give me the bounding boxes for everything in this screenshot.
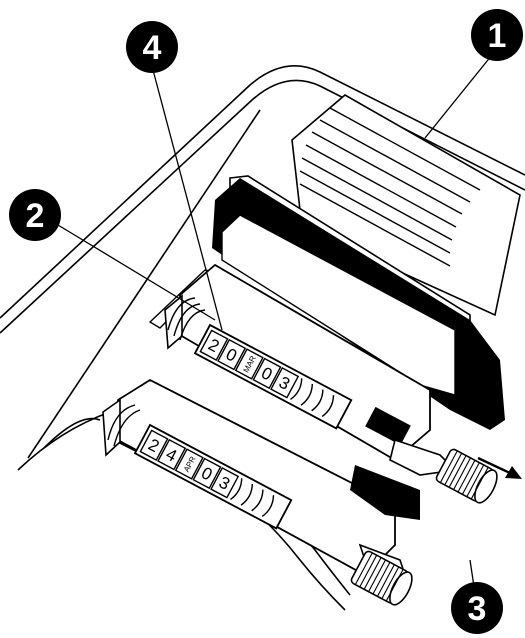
lower-wheel-digit: 4 xyxy=(157,438,187,471)
upper-wheel-digit: 0 xyxy=(252,357,282,390)
lower-wheel-row: 2 4 APR 0 3 xyxy=(133,423,293,530)
lower-wheel-digit: 0 xyxy=(192,457,222,490)
lower-wheel-digit: 3 xyxy=(210,467,240,499)
upper-wheel-digit: 2 xyxy=(199,329,229,361)
upper-wheel-digit: 0 xyxy=(217,338,247,371)
lower-knob[interactable] xyxy=(350,550,416,608)
callout-4: 4 xyxy=(126,21,178,73)
lower-blank-wheels xyxy=(230,478,275,517)
callout-2-label: 2 xyxy=(26,197,45,235)
callout-2: 2 xyxy=(9,189,61,241)
upper-wheel-month: MAR xyxy=(234,348,264,380)
callout-1: 1 xyxy=(471,9,523,61)
callout-3-label: 3 xyxy=(468,590,487,628)
callout-4-label: 4 xyxy=(143,29,162,67)
lower-wheel-digit: 2 xyxy=(139,429,169,461)
pull-arrow xyxy=(477,456,522,479)
leader-lines xyxy=(57,44,501,601)
upper-wheel-row: 2 0 MAR 0 3 xyxy=(193,323,353,430)
upper-blank-wheels xyxy=(290,378,335,417)
upper-wheel-housing xyxy=(164,263,457,476)
callout-1-label: 1 xyxy=(488,17,507,55)
paper-sheet xyxy=(291,94,521,317)
upper-wheel-digit: 3 xyxy=(270,367,300,399)
callout-3: 3 xyxy=(451,582,503,634)
lower-wheel-month: APR xyxy=(174,448,204,480)
upper-knob[interactable] xyxy=(435,448,501,506)
